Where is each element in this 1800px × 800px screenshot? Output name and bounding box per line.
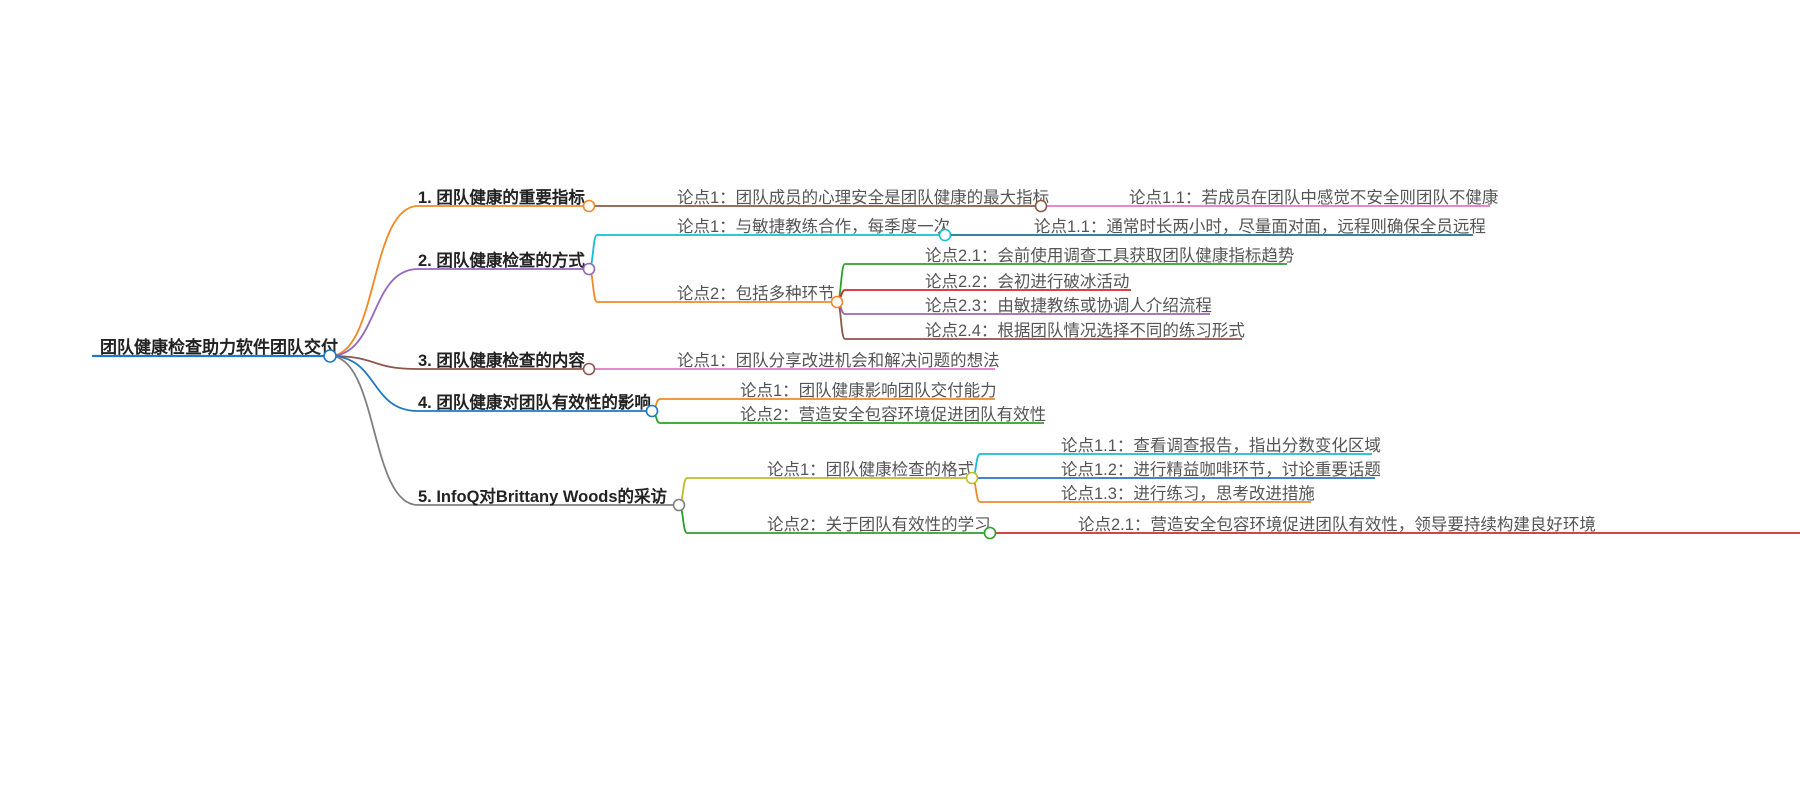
mindmap-node-0[interactable]: 1. 团队健康的重要指标 [418, 187, 596, 213]
node-label: 论点1：团队分享改进机会和解决问题的想法 [677, 351, 1000, 370]
mindmap-node-4-1[interactable]: 论点2：关于团队有效性的学习 [687, 515, 997, 540]
node-label: 论点2：营造安全包容环境促进团队有效性 [740, 405, 1046, 424]
mindmap-node-1-1-1[interactable]: 论点2.2：会初进行破冰活动 [845, 272, 1131, 291]
node-label: 论点1.3：进行练习，思考改进措施 [1061, 484, 1315, 503]
node-label: 团队健康检查助力软件团队交付 [100, 337, 338, 357]
collapse-toggle-icon[interactable] [323, 349, 337, 363]
mindmap-node-1-0-0[interactable]: 论点1.1：通常时长两小时，尽量面对面，远程则确保全员远程 [953, 217, 1486, 236]
edge-2 [329, 355, 419, 370]
mindmap-node-3-0[interactable]: 论点1：团队健康影响团队交付能力 [660, 381, 997, 400]
node-label: 4. 团队健康对团队有效性的影响 [418, 392, 651, 412]
collapse-toggle-icon[interactable] [672, 498, 686, 512]
mindmap-node-4[interactable]: 5. InfoQ对Brittany Woods的采访 [418, 486, 686, 512]
node-label: 论点1.1：若成员在团队中感觉不安全则团队不健康 [1129, 188, 1498, 207]
collapse-toggle-icon[interactable] [645, 404, 659, 418]
node-label: 论点1：团队健康检查的格式 [767, 460, 974, 479]
mindmap-node-2[interactable]: 3. 团队健康检查的内容 [418, 350, 596, 376]
mindmap-node-1-0[interactable]: 论点1：与敏捷教练合作，每季度一次 [597, 217, 952, 242]
mindmap-node-1-1-3[interactable]: 论点2.4：根据团队情况选择不同的练习形式 [845, 321, 1245, 340]
mindmap-node-2-0[interactable]: 论点1：团队分享改进机会和解决问题的想法 [597, 351, 1000, 370]
mindmap-node-4-0-1[interactable]: 论点1.2：进行精益咖啡环节，讨论重要话题 [980, 460, 1381, 479]
node-label: 5. InfoQ对Brittany Woods的采访 [418, 486, 668, 506]
edge-0 [329, 205, 419, 357]
mindmap-node-3[interactable]: 4. 团队健康对团队有效性的影响 [418, 392, 659, 418]
node-label: 论点2：关于团队有效性的学习 [767, 515, 991, 534]
mindmap-node-4-0-0[interactable]: 论点1.1：查看调查报告，指出分数变化区域 [980, 436, 1381, 455]
root-node[interactable]: 团队健康检查助力软件团队交付 [92, 337, 338, 363]
mindmap-node-1-1-0[interactable]: 论点2.1：会前使用调查工具获取团队健康指标趋势 [845, 246, 1294, 265]
node-label: 3. 团队健康检查的内容 [418, 350, 585, 370]
collapse-toggle-icon[interactable] [582, 199, 596, 213]
node-label: 论点2.1：会前使用调查工具获取团队健康指标趋势 [925, 246, 1294, 265]
edge-3 [329, 355, 419, 412]
node-label: 论点1：团队成员的心理安全是团队健康的最大指标 [677, 188, 1049, 207]
edge-4 [329, 355, 419, 506]
mindmap-node-1-1-2[interactable]: 论点2.3：由敏捷教练或协调人介绍流程 [845, 296, 1212, 315]
mindmap-nodes: 团队健康检查助力软件团队交付 1. 团队健康的重要指标 论点1：团队成员的心理安全是… [92, 187, 1800, 540]
collapse-toggle-icon[interactable] [582, 362, 596, 376]
node-label: 论点2.1：营造安全包容环境促进团队有效性，领导要持续构建良好环境 [1078, 515, 1596, 534]
node-label: 2. 团队健康检查的方式 [418, 250, 585, 270]
collapse-toggle-icon[interactable] [830, 295, 844, 309]
collapse-toggle-icon[interactable] [965, 471, 979, 485]
mindmap-node-1-1[interactable]: 论点2：包括多种环节 [597, 284, 844, 309]
node-label: 论点2：包括多种环节 [677, 284, 835, 303]
node-label: 论点1：团队健康影响团队交付能力 [740, 381, 997, 400]
node-label: 论点2.4：根据团队情况选择不同的练习形式 [925, 321, 1245, 340]
mindmap-node-1[interactable]: 2. 团队健康检查的方式 [418, 250, 596, 276]
mindmap-node-0-0-0[interactable]: 论点1.1：若成员在团队中感觉不安全则团队不健康 [1049, 188, 1498, 207]
node-label: 论点2.3：由敏捷教练或协调人介绍流程 [925, 296, 1212, 315]
collapse-toggle-icon[interactable] [582, 262, 596, 276]
node-label: 论点1：与敏捷教练合作，每季度一次 [677, 217, 950, 236]
mindmap-node-3-1[interactable]: 论点2：营造安全包容环境促进团队有效性 [660, 405, 1046, 424]
node-label: 1. 团队健康的重要指标 [418, 187, 585, 207]
collapse-toggle-icon[interactable] [1034, 199, 1048, 213]
mindmap-node-0-0[interactable]: 论点1：团队成员的心理安全是团队健康的最大指标 [597, 188, 1049, 213]
node-label: 论点1.2：进行精益咖啡环节，讨论重要话题 [1061, 460, 1381, 479]
mindmap-node-4-0[interactable]: 论点1：团队健康检查的格式 [687, 460, 979, 485]
edge-1 [329, 268, 419, 357]
node-label: 论点1.1：通常时长两小时，尽量面对面，远程则确保全员远程 [1034, 217, 1486, 236]
collapse-toggle-icon[interactable] [983, 526, 997, 540]
node-label: 论点1.1：查看调查报告，指出分数变化区域 [1061, 436, 1381, 455]
mindmap-node-4-1-0[interactable]: 论点2.1：营造安全包容环境促进团队有效性，领导要持续构建良好环境 [998, 515, 1800, 534]
collapse-toggle-icon[interactable] [938, 228, 952, 242]
node-label: 论点2.2：会初进行破冰活动 [925, 272, 1129, 291]
mindmap-node-4-0-2[interactable]: 论点1.3：进行练习，思考改进措施 [980, 484, 1315, 503]
